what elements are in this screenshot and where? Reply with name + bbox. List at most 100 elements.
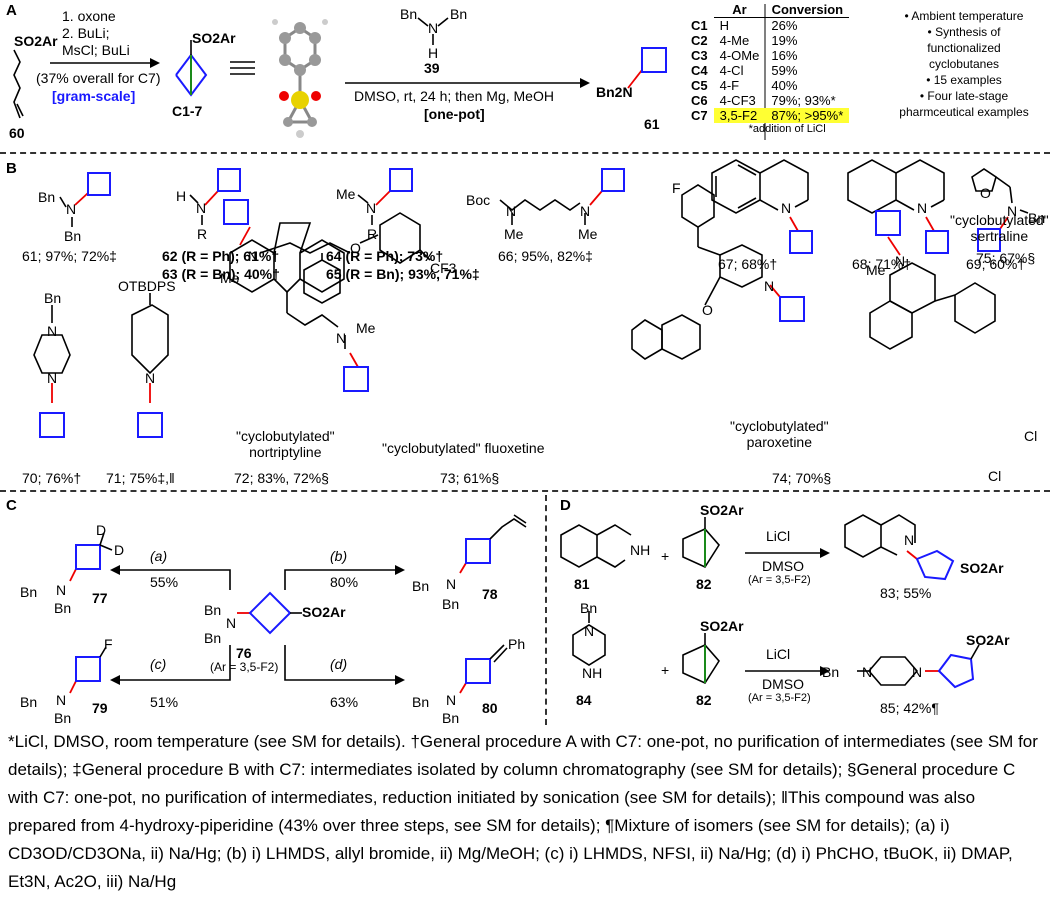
bullet-item: pharmceutical examples bbox=[899, 105, 1029, 119]
table-row: C4 4-Cl 59% bbox=[685, 63, 849, 78]
table-cell-conv: 59% bbox=[771, 63, 798, 78]
bcb-number: C1-7 bbox=[172, 103, 203, 119]
b71-otbdps: OTBDPS bbox=[118, 278, 176, 294]
b74-o: O bbox=[702, 302, 713, 318]
nortriptyline-name: "cyclobutylated" nortriptyline bbox=[236, 428, 335, 460]
c80-n: N bbox=[446, 692, 457, 708]
table-cell-conv: 19% bbox=[771, 33, 798, 48]
molecule-3d-model bbox=[272, 19, 328, 138]
b70-n2: N bbox=[47, 370, 58, 386]
b61-bn2: Bn bbox=[64, 228, 82, 244]
amine-n: N bbox=[428, 20, 439, 36]
c79-n: N bbox=[56, 692, 67, 708]
paroxetine-name-line2: paroxetine bbox=[746, 434, 813, 450]
b64-me: Me bbox=[336, 186, 356, 202]
d-plus-2: + bbox=[661, 662, 670, 678]
b73-cf3: CF3 bbox=[430, 260, 457, 276]
table-header-ar: Ar bbox=[713, 2, 766, 18]
bcb-so2ar-label: SO2Ar bbox=[192, 30, 236, 46]
table-cell-ar: 4-Cl bbox=[719, 63, 744, 78]
compound-label-67: 67; 68%† bbox=[718, 256, 778, 272]
reaction-b-letter: (b) bbox=[330, 548, 348, 564]
product-number: 61 bbox=[644, 116, 660, 132]
table-cell-id: C3 bbox=[691, 48, 708, 63]
c77-n: N bbox=[56, 582, 67, 598]
overall-yield: (37% overall for C7) bbox=[36, 70, 161, 86]
c76-bn2: Bn bbox=[204, 630, 222, 646]
b67-n: N bbox=[781, 200, 792, 216]
compound-label-80: 80 bbox=[482, 700, 498, 716]
compound-label-82a: 82 bbox=[696, 576, 712, 592]
compound-label-64: 64 (R = Ph); 73%† bbox=[326, 248, 444, 264]
b66-n2: N bbox=[580, 203, 591, 219]
b75-me: Me bbox=[866, 262, 886, 278]
b66-me2: Me bbox=[578, 226, 598, 242]
bullet-item: functionalized bbox=[927, 41, 1001, 55]
c80-bn2: Bn bbox=[442, 710, 460, 726]
compound-label-78: 78 bbox=[482, 586, 498, 602]
compound-label-74: 74; 70%§ bbox=[772, 470, 832, 486]
table-cell-ar: 4-CF3 bbox=[719, 93, 756, 108]
table-cell-ar: H bbox=[719, 18, 730, 33]
panel-b-letter: B bbox=[6, 160, 17, 177]
sm-so2ar-label: SO2Ar bbox=[14, 33, 58, 49]
d85-so2ar: SO2Ar bbox=[966, 632, 1010, 648]
c77-bn2: Bn bbox=[54, 600, 72, 616]
table-cell-conv: 40% bbox=[771, 78, 798, 93]
reaction-c-letter: (c) bbox=[150, 656, 167, 672]
step1-label: 1. oxone bbox=[62, 8, 116, 24]
b74-f: F bbox=[672, 180, 681, 196]
d83-so2ar: SO2Ar bbox=[960, 560, 1004, 576]
conditions-label: DMSO, rt, 24 h; then Mg, MeOH bbox=[354, 88, 554, 104]
c77-d2: D bbox=[114, 542, 125, 558]
b69-n: N bbox=[1007, 203, 1018, 219]
divider-bc bbox=[0, 490, 1050, 492]
compound-label-77: 77 bbox=[92, 590, 108, 606]
d85-bn: Bn bbox=[822, 664, 840, 680]
b70-n1: N bbox=[47, 323, 58, 339]
b75-cl2: Cl bbox=[988, 468, 1002, 484]
b75-cl1: Cl bbox=[1024, 428, 1038, 444]
b66-boc: Boc bbox=[466, 192, 491, 208]
bullet-item: • 15 examples bbox=[926, 73, 1002, 87]
compound-label-83: 83; 55% bbox=[880, 585, 932, 601]
compound-label-63: 63 (R = Bn); 40%† bbox=[162, 266, 280, 282]
compound-label-68: 68; 71%† bbox=[852, 256, 912, 272]
bullet-item: • Ambient temperature bbox=[904, 9, 1024, 23]
table-cell-ar: 4-Me bbox=[719, 33, 750, 48]
table-cell-id: C4 bbox=[691, 63, 708, 78]
panel-a-letter: A bbox=[6, 2, 17, 19]
panel-c-letter: C bbox=[6, 497, 17, 514]
reaction-a-yield: 55% bbox=[150, 574, 179, 590]
compound-label-69: 69; 60%† bbox=[966, 256, 1026, 272]
c77-bn1: Bn bbox=[20, 584, 38, 600]
table-cell-ar: 3,5-F2 bbox=[713, 108, 766, 123]
d85-n1: N bbox=[862, 664, 873, 680]
c78-bn1: Bn bbox=[412, 578, 430, 594]
panel-c-structures bbox=[69, 514, 527, 694]
compound-label-62: 62 (R = Ph); 61%† bbox=[162, 248, 280, 264]
panel-a-structures bbox=[13, 4, 766, 140]
b70-bn: Bn bbox=[44, 290, 62, 306]
reaction-d-yield: 63% bbox=[330, 694, 359, 710]
d-ar-2: (Ar = 3,5-F2) bbox=[748, 692, 811, 704]
compound-label-61: 61; 97%; 72%‡ bbox=[22, 248, 117, 264]
bullet-item: • Synthesis of bbox=[927, 25, 1001, 39]
d82-so2ar-1: SO2Ar bbox=[700, 502, 744, 518]
gram-scale-label: [gram-scale] bbox=[52, 88, 136, 104]
d82-so2ar-2: SO2Ar bbox=[700, 618, 744, 634]
sertraline-name: "cyclobutylated" sertraline bbox=[950, 212, 1049, 244]
b73-n: N bbox=[248, 248, 259, 264]
compound-label-85: 85; 42%¶ bbox=[880, 700, 939, 716]
compound-label-71: 71; 75%‡,‖ bbox=[106, 470, 175, 486]
d81-nh: NH bbox=[630, 542, 651, 558]
c77-d1: D bbox=[96, 522, 107, 538]
sertraline-name-line2: sertraline bbox=[970, 228, 1029, 244]
compound-label-84: 84 bbox=[576, 692, 592, 708]
